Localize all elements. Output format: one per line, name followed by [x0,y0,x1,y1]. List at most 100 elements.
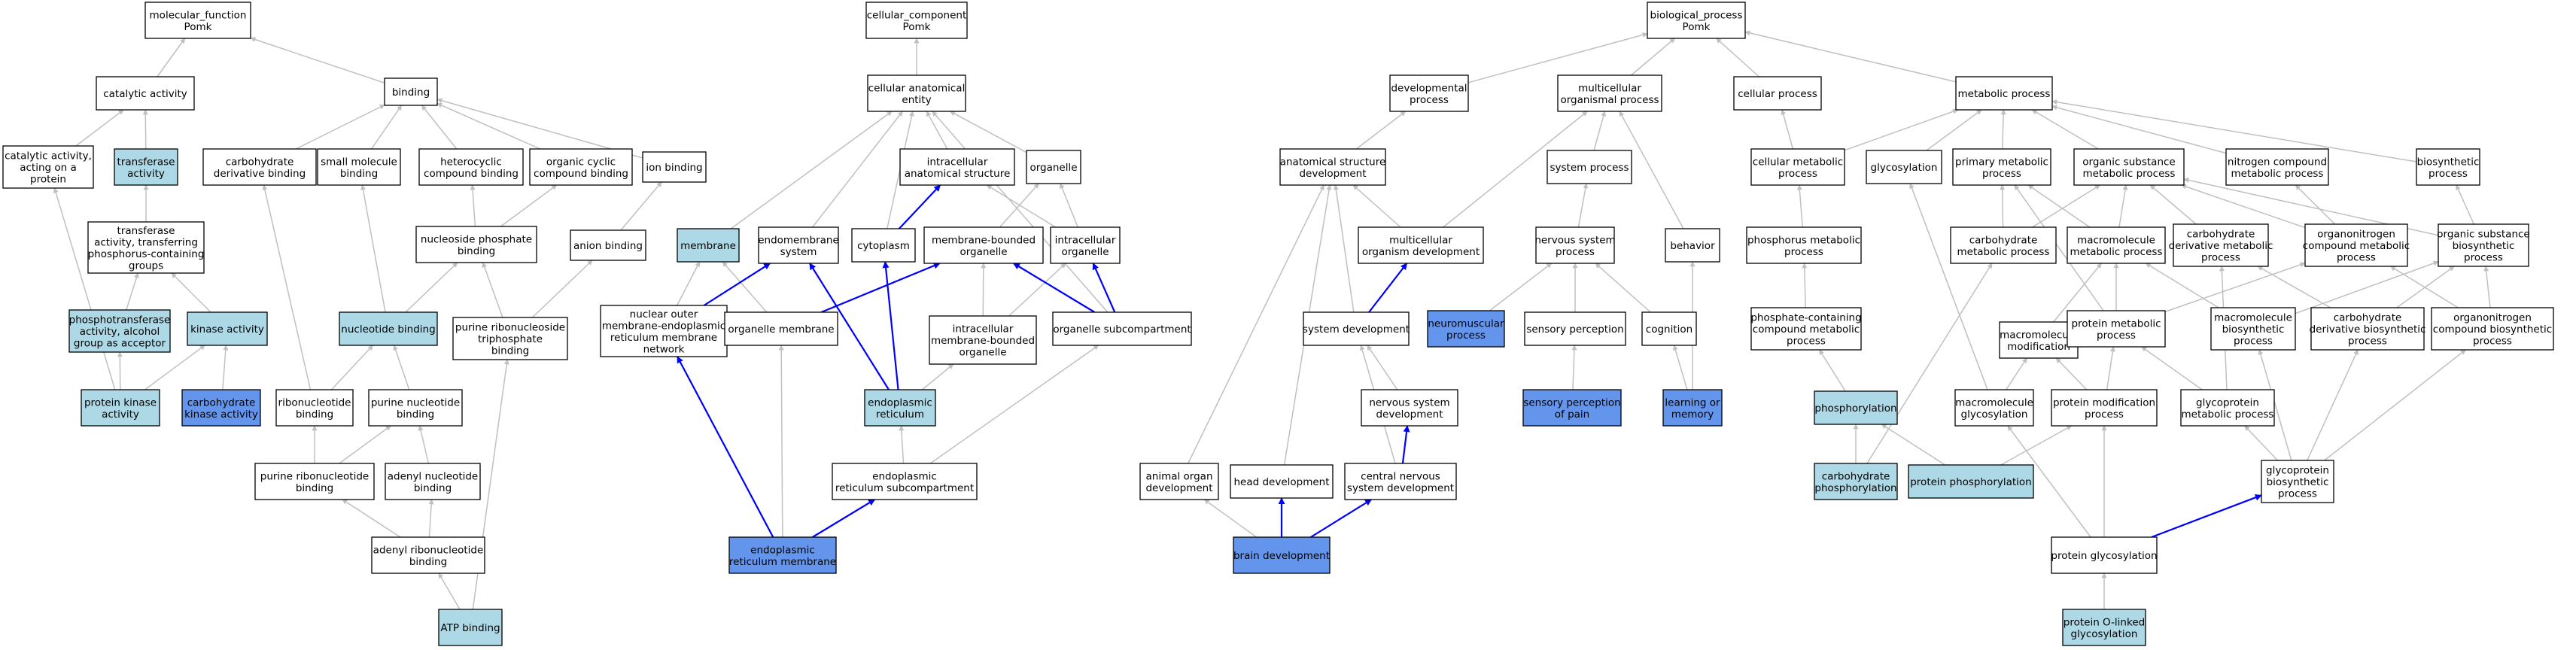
edge-cognition-to-nervous-system-process [1595,263,1651,313]
edge-endomembrane-system-to-cellular-anatomical-entity [812,111,903,228]
node-label-line: organism development [1362,246,1480,258]
node-label-line: acting on a [20,162,77,174]
node-anion-binding: anion binding [570,229,646,261]
node-label-line: process [2428,168,2468,180]
edge-system-development-to-anatomical-structure-development [1333,184,1355,313]
node-label-line: protein metabolic [2071,317,2161,330]
node-label-line: memory [1671,409,1714,421]
edge-anion-binding-to-ion-binding [620,181,662,231]
edge-carbohydrate-kinase-activity-to-kinase-activity [222,345,229,390]
edge-er-membrane-to-nuclear-outer-membrane [677,356,774,538]
node-label-line: activity, transferring [94,236,198,248]
edge-macromolecule-metabolic-process-to-organic-substance-metabolic-process [2118,184,2128,228]
node-label-line: carbohydrate [1822,470,1890,482]
node-box [68,309,171,353]
node-label-line: binding [491,345,529,357]
node-label-line: modification [2007,341,2070,353]
node-label-line: anatomical structure [1280,156,1386,168]
node-label-line: cellular metabolic [1753,156,1843,168]
node-label-line: membrane-bounded [932,234,1036,246]
node-label-line: metabolic process [1958,88,2051,100]
node-box [600,305,728,357]
node-box [1389,74,1469,112]
node-kinase-activity: kinase activity [187,311,268,346]
node-box [187,311,268,346]
node-label-line: kinase activity [190,323,264,336]
edge-organic-substance-biosynthetic-process-to-biosynthetic-process [2456,184,2475,225]
node-label-line: purine ribonucleotide [260,470,369,482]
node-system-development: system development [1303,311,1410,346]
node-label-line: entity [902,94,931,106]
node-box [2225,148,2329,186]
edge-biosynthetic-process-to-metabolic-process [2051,99,2417,162]
node-label-line: protein modification [2053,396,2155,409]
node-label-line: catalytic activity, [5,150,92,162]
node-label-line: transferase [117,156,175,168]
edge-protein-phosphorylation-to-protein-modification-process [2000,425,2073,466]
node-label-line: activity, alcohol [80,326,160,338]
node-box [1233,536,1331,574]
node-box [2210,307,2296,351]
node-label-line: intracellular [927,156,988,168]
node-label-line: system development [1347,482,1454,494]
node-label-line: head development [1233,476,1329,488]
edge-macromolecule-metabolic-process-to-primary-metabolic-process [2027,184,2091,228]
node-label-line: sensory perception [1523,396,1620,409]
edge-organelle-membrane-to-membrane-bounded-organelle [820,262,941,314]
node-box [254,463,375,500]
node-box [202,148,317,186]
edge-carbohydrate-metabolic-process-to-organic-substance-metabolic-process [2032,184,2101,228]
edge-endoplasmic-reticulum-to-endomembrane-system [809,263,890,390]
node-catalytic-activity: catalytic activity [96,76,195,111]
node-label-line: organelle [1061,246,1109,258]
node-box [570,229,646,261]
edge-nucleoside-phosphate-binding-to-heterocyclic-binding [470,184,476,227]
node-label-line: development [1145,482,1212,494]
node-behavior: behavior [1665,228,1720,263]
node-label-line: nuclear outer [630,308,698,320]
node-box [2416,148,2480,186]
edge-kinase-activity-to-transferase-phosphorus [171,272,211,313]
node-label-line: activity [102,409,139,421]
node-organelle-subcompartment: organelle subcompartment [1052,311,1192,346]
node-label-line: learning or [1665,396,1720,409]
node-label-line: binding [392,87,430,99]
node-label-line: carbohydrate [226,156,294,168]
node-box [181,389,261,427]
node-head-development: head development [1230,464,1334,499]
edge-endoplasmic-reticulum-to-intracellular-mb-organelle [921,363,954,390]
node-label-line: endomembrane [758,234,839,246]
node-box [339,311,438,346]
node-label-line: phosphorylation [1814,482,1896,494]
node-box [2073,148,2185,186]
node-label-line: behavior [1670,240,1715,252]
node-box [677,228,740,263]
node-label-line: ATP binding [440,622,500,634]
node-label-line: intracellular [1055,234,1116,246]
node-box [1522,389,1622,427]
edge-glycoprotein-biosynthetic-process-to-organonitrogen-biosynthetic-process [2324,349,2466,461]
node-label-line: cognition [1646,323,1692,336]
node-label-line: process [1556,246,1595,258]
edge-carbohydrate-derivative-biosynthetic-process-to-carbohydrate-derivative-metabolic-process [2257,266,2331,308]
edge-nitrogen-compound-metabolic-process-to-metabolic-process [2051,105,2227,154]
node-box [114,148,178,186]
node-label-line: process [2473,336,2512,348]
node-glycosylation: glycosylation [1866,150,1942,184]
node-label-line: carbohydrate [2334,312,2402,324]
edge-behavior-to-multicellular-organismal-process [1619,111,1684,229]
edge-glycoprotein-metabolic-process-to-protein-metabolic-process [2141,346,2203,390]
